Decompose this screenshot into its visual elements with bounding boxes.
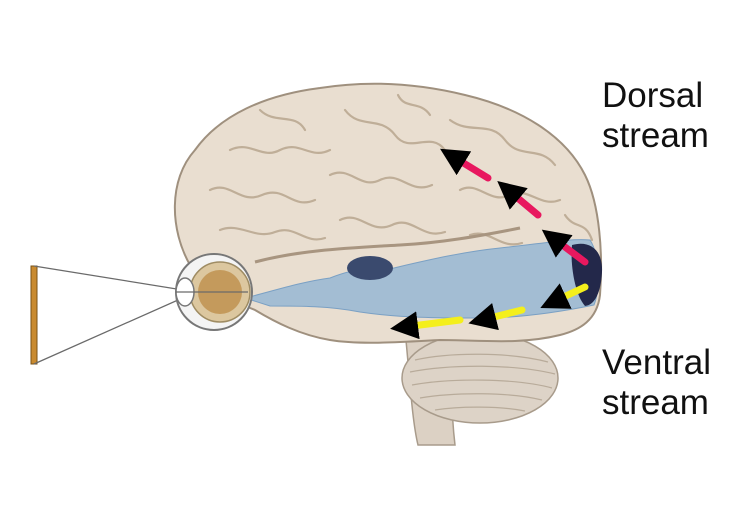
- dorsal-label-line2: stream: [602, 116, 709, 156]
- dorsal-stream-label: Dorsal stream: [602, 76, 709, 156]
- thalamus-relay: [347, 256, 393, 280]
- eye-icon: [176, 254, 252, 330]
- dorsal-label-line1: Dorsal: [602, 76, 709, 116]
- cerebellum: [402, 333, 558, 423]
- ventral-label-line2: stream: [602, 383, 711, 423]
- ventral-stream-label: Ventral stream: [602, 343, 711, 423]
- viewed-object: [31, 266, 37, 364]
- ventral-label-line1: Ventral: [602, 343, 711, 383]
